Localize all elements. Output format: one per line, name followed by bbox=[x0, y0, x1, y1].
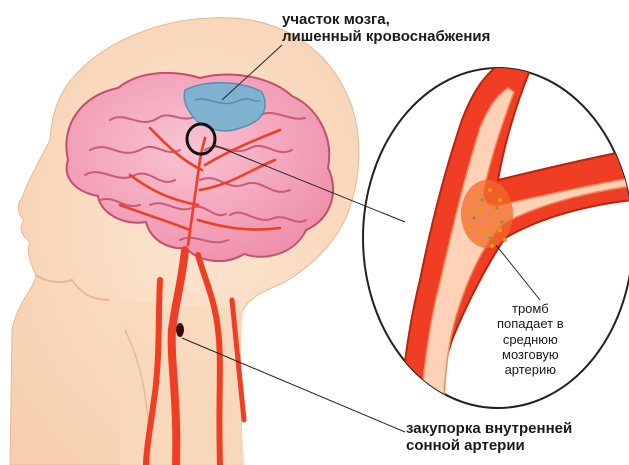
clot bbox=[461, 180, 513, 248]
label-occlusion-line1: закупорка внутренней bbox=[406, 420, 572, 437]
label-occlusion-line2: сонной артерии bbox=[406, 437, 572, 454]
label-thrombus-line1: тромб bbox=[497, 301, 564, 316]
label-thrombus-line2: попадает в bbox=[497, 316, 564, 331]
label-occlusion: закупорка внутренней сонной артерии bbox=[406, 420, 572, 455]
label-ischemic-area-line2: лишенный кровоснабжения bbox=[282, 28, 490, 45]
label-ischemic-area: участок мозга, лишенный кровоснабжения bbox=[282, 11, 490, 46]
occlusion-marker bbox=[176, 323, 184, 337]
label-ischemic-area-line1: участок мозга, bbox=[282, 11, 490, 28]
label-thrombus-line5: артерию bbox=[497, 362, 564, 377]
label-thrombus-line4: мозговую bbox=[497, 347, 564, 362]
label-thrombus: тромб попадает в среднюю мозговую артери… bbox=[497, 301, 564, 378]
label-thrombus-line3: среднюю bbox=[497, 332, 564, 347]
